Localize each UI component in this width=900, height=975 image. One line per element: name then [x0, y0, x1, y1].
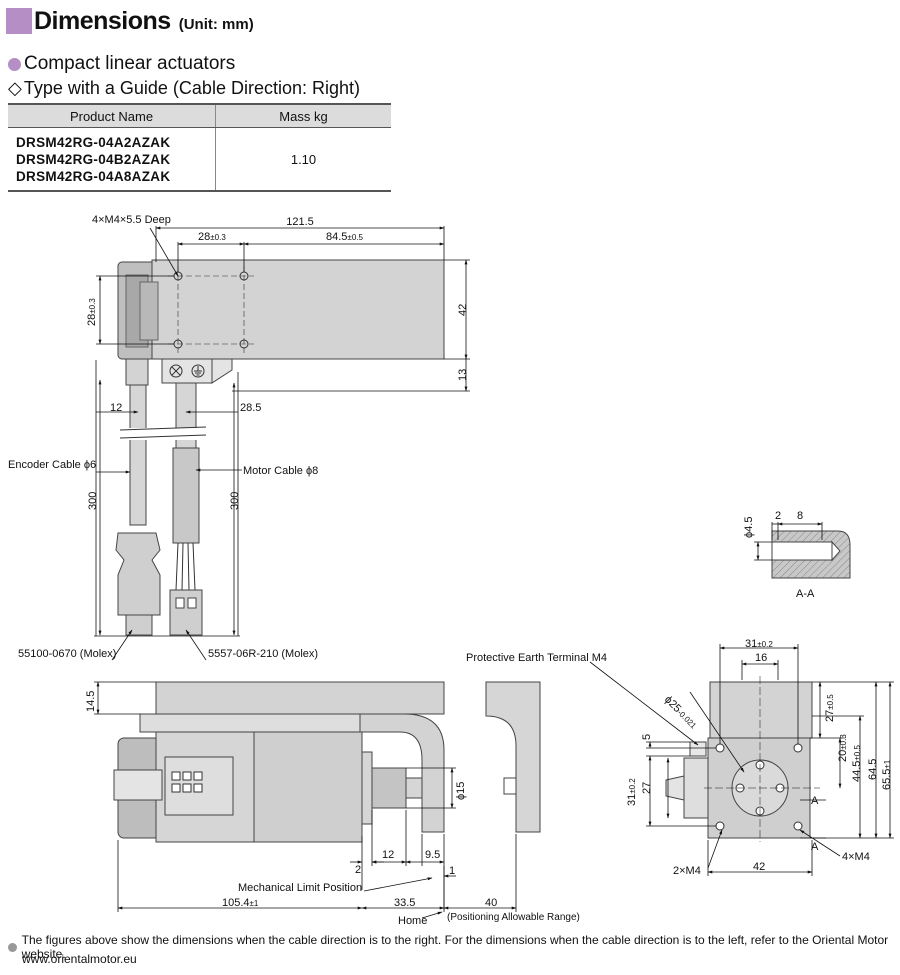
dim-shaft-dia: ϕ15 — [455, 782, 467, 800]
unit-label: (Unit: mm) — [178, 15, 254, 33]
actuator-body-top — [151, 259, 445, 360]
product-name: DRSM42RG-04A8AZAK — [16, 168, 171, 184]
conn-2-label: 5557-06R-210 (Molex) — [208, 648, 318, 660]
header-square-icon — [6, 8, 32, 34]
dim-h655: 65.5±1 — [881, 759, 893, 790]
product-names-cell: DRSM42RG-04A2AZAK DRSM42RG-04B2AZAK DRSM… — [8, 127, 216, 192]
connector-pin-icon — [171, 771, 203, 793]
dim-v5: 5 — [641, 734, 653, 740]
mass-value: 1.10 — [215, 127, 391, 192]
spec-table: Product Name Mass kg DRSM42RG-04A2AZAK D… — [8, 103, 391, 192]
bullet-circle-icon — [8, 942, 17, 952]
top-view: 4×M4×5.5 Deep 121.5 28±0.3 84.5±0.5 28±0… — [8, 214, 470, 661]
dim-d25: ϕ25-0.021 — [662, 694, 700, 732]
end-view: Protective Earth Terminal M4 31±0.2 16 ϕ… — [466, 638, 894, 877]
dim-guide-height: 14.5 — [85, 691, 97, 712]
mech-limit-label: Mechanical Limit Position — [238, 882, 362, 894]
encoder-cable-label: Encoder Cable ϕ6 — [8, 459, 96, 471]
dim-h445: 44.5±0.5 — [851, 745, 863, 782]
product-name: DRSM42RG-04B2AZAK — [16, 151, 171, 167]
section-d2: 2 — [775, 510, 781, 522]
motor-cable-label: Motor Cable ϕ8 — [243, 465, 318, 477]
dim-9-5: 9.5 — [425, 849, 440, 861]
dim-height: 42 — [457, 304, 469, 316]
guide-end-view — [485, 681, 541, 833]
product-name: DRSM42RG-04A2AZAK — [16, 134, 171, 150]
actuator-body — [253, 731, 363, 843]
footnote: The figures above show the dimensions wh… — [8, 933, 900, 961]
dimensions-header: Dimensions (Unit: mm) — [6, 6, 254, 36]
dim-enc-offset: 12 — [110, 402, 122, 414]
conn-1-label: 55100-0670 (Molex) — [18, 648, 116, 660]
bullet-circle-icon — [8, 57, 21, 71]
dim-hole-offset: 84.5±0.5 — [326, 231, 363, 243]
section-label: A-A — [796, 588, 815, 600]
dim-40: 40 — [485, 897, 497, 909]
page-title: Dimensions — [34, 6, 171, 35]
shaft — [371, 767, 407, 809]
pe-label: Protective Earth Terminal M4 — [466, 652, 607, 664]
product-series: Compact linear actuators — [8, 53, 235, 75]
dim-w31: 31±0.2 — [745, 638, 773, 650]
pos-range-label: (Positioning Allowable Range) — [447, 912, 580, 923]
dim-motor-offset: 28.5 — [240, 402, 261, 414]
type-title: ◇ Type with a Guide (Cable Direction: Ri… — [8, 78, 360, 98]
guide-top — [155, 681, 445, 715]
section-marker-a: A — [811, 841, 819, 853]
dim-length: 105.4±1 — [222, 897, 259, 909]
dim-hole-pitch-x: 28±0.3 — [198, 231, 226, 243]
col-product-name: Product Name — [8, 103, 216, 128]
col-mass: Mass kg — [215, 103, 391, 128]
encoder-cable — [129, 384, 147, 526]
dim-w16: 16 — [755, 652, 767, 664]
dim-v31: 31±0.2 — [626, 778, 638, 806]
dim-12: 12 — [382, 849, 394, 861]
dim-h645: 64.5 — [867, 759, 879, 780]
section-a-a: ϕ4.5 2 8 A-A — [743, 510, 851, 600]
dim-h20: 20±0.3 — [837, 734, 849, 762]
website-link[interactable]: www.orientalmotor.eu — [22, 952, 137, 966]
diamond-icon: ◇ — [8, 78, 22, 98]
dim-hole-pitch-y: 28±0.3 — [86, 298, 98, 326]
dim-cable-len-2: 300 — [229, 492, 241, 510]
pe-terminal — [689, 741, 707, 757]
holes-2m4: 2×M4 — [673, 865, 701, 877]
dim-cable-len-1: 300 — [87, 492, 99, 510]
dim-terminal-height: 13 — [457, 369, 469, 381]
terminal-screw-icon — [169, 364, 183, 378]
dim-w42: 42 — [753, 861, 765, 873]
side-view: 14.5 ϕ15 2 12 9.5 1 Mechanical Limit Pos… — [85, 681, 580, 927]
dim-2: 2 — [355, 864, 361, 876]
guide-bracket — [359, 713, 445, 833]
section-d1: ϕ4.5 — [743, 517, 755, 538]
motor-connector — [169, 589, 203, 636]
dim-overall-length: 121.5 — [286, 216, 314, 228]
section-marker-a: A — [811, 795, 819, 807]
ground-icon — [191, 364, 205, 378]
home-label: Home — [398, 915, 427, 927]
holes-4m4: 4×M4 — [842, 851, 870, 863]
dim-v27: 27 — [641, 782, 653, 794]
dim-1: 1 — [449, 865, 455, 877]
section-d3: 8 — [797, 510, 803, 522]
encoder-connector — [115, 532, 161, 616]
holes-label: 4×M4×5.5 Deep — [92, 214, 171, 226]
dim-33-5: 33.5 — [394, 897, 415, 909]
dim-h27a: 27±0.5 — [824, 694, 836, 722]
